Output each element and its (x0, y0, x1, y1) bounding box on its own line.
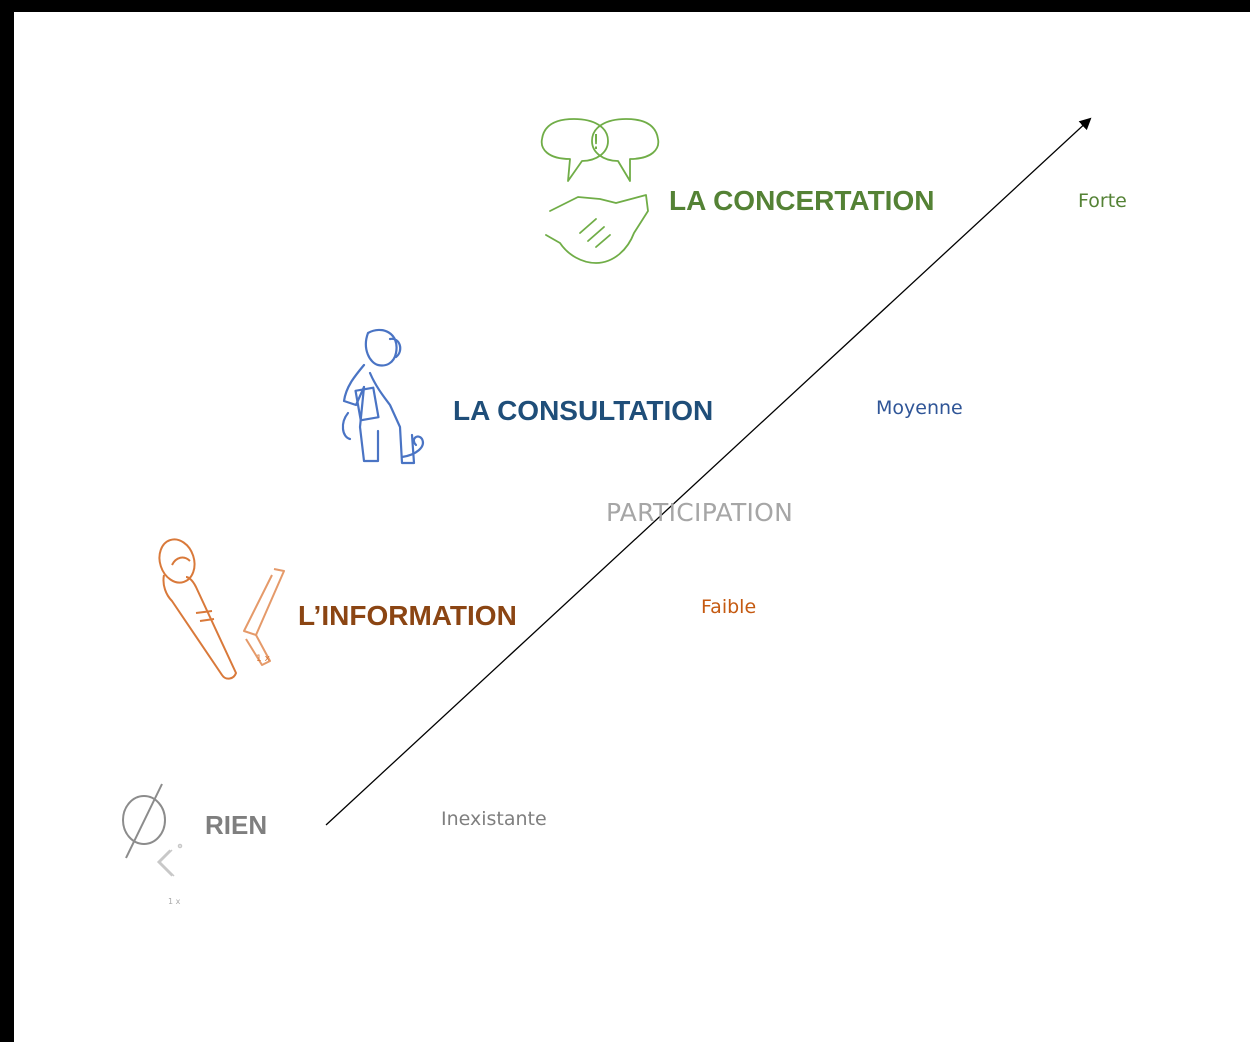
arrow-line (325, 117, 1092, 826)
person-on-phone-icon (341, 328, 424, 465)
step-label-information: L’INFORMATION (298, 600, 517, 631)
level-label-consultation: Moyenne (876, 397, 963, 419)
level-label-concertation: Forte (1078, 190, 1127, 212)
icon-note-rien: 1 x (168, 897, 181, 906)
allen-key-icon (243, 568, 285, 666)
empty-set-icon: 1 x (122, 783, 183, 906)
microphone-icon: 1 x (158, 538, 285, 680)
step-label-concertation: LA CONCERTATION (669, 185, 935, 216)
hex-key-icon (156, 843, 183, 877)
speech-bubbles-handshake-icon: ! (540, 118, 660, 264)
icon-note-information: 1 x (256, 654, 271, 664)
step-label-consultation: LA CONSULTATION (453, 395, 714, 426)
step-label-rien: RIEN (205, 810, 268, 840)
level-label-information: Faible (701, 596, 757, 618)
axis-title: PARTICIPATION (606, 498, 794, 527)
level-label-rien: Inexistante (441, 808, 547, 830)
bubble-mark: ! (592, 130, 600, 154)
